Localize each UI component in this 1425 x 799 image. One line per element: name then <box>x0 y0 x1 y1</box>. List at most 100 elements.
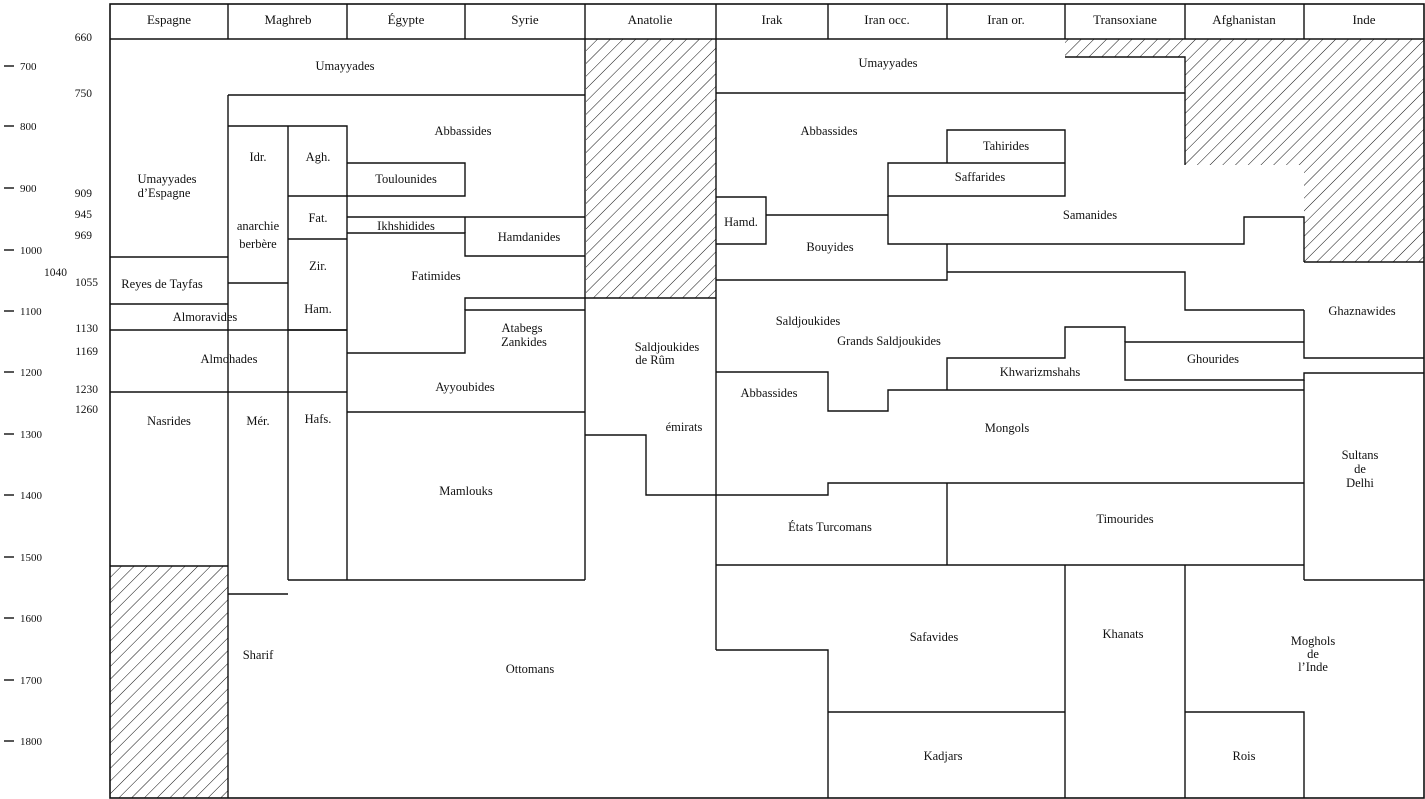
label-atabegs: Atabegs <box>502 321 543 335</box>
label-saldjoukides: Saldjoukides <box>776 314 841 328</box>
col-header: Égypte <box>388 12 425 27</box>
label-reyes-de-tayfas: Reyes de Tayfas <box>121 277 203 291</box>
label-emirats: émirats <box>666 420 703 434</box>
label-zankides: Zankides <box>501 335 547 349</box>
boundary-fatimides-top <box>464 297 716 310</box>
col-header: Iran occ. <box>864 12 909 27</box>
label-toulounides: Toulounides <box>375 172 437 186</box>
boundary-ghourides <box>1124 341 1424 381</box>
century-label: 1800 <box>20 736 43 748</box>
label-hamd: Hamd. <box>724 215 758 229</box>
boundary-mongols-end <box>716 482 1304 496</box>
century-axis: 700 800 900 1000 1100 1200 1300 1400 150… <box>4 61 43 748</box>
century-label: 1200 <box>20 367 43 379</box>
century-label: 1500 <box>20 552 43 564</box>
label-mer: Mér. <box>246 414 269 428</box>
label-moghols-2: de <box>1307 647 1319 661</box>
label-ghourides: Ghourides <box>1187 352 1239 366</box>
label-fat: Fat. <box>308 211 327 225</box>
chart-frame <box>109 3 1425 799</box>
label-khanats: Khanats <box>1103 627 1144 641</box>
boundary-umayyad-east-top <box>1065 56 1186 165</box>
hatch-anatolie-early <box>586 39 716 298</box>
label-hafs: Hafs. <box>305 412 332 426</box>
label-abbassides-irak: Abbassides <box>741 386 798 400</box>
century-label: 1700 <box>20 675 43 687</box>
label-ikhshidides: Ikhshidides <box>377 219 435 233</box>
col-header: Inde <box>1352 12 1375 27</box>
year-label: 1055 <box>75 277 98 289</box>
year-label: 660 <box>75 32 93 44</box>
boundary-ghaznawides <box>947 271 1304 311</box>
label-ottomans: Ottomans <box>506 662 555 676</box>
label-umayyades-espagne-2: d’Espagne <box>138 186 191 200</box>
hatch-espagne-late <box>110 566 228 798</box>
label-samanides: Samanides <box>1063 208 1117 222</box>
boundary-khwarizm <box>946 326 1126 390</box>
label-khwarizmshahs: Khwarizmshahs <box>1000 365 1081 379</box>
label-ghaznawides: Ghaznawides <box>1328 304 1395 318</box>
year-label: 1260 <box>75 404 98 416</box>
label-mongols: Mongols <box>985 421 1030 435</box>
label-sultans-1: Sultans <box>1342 448 1379 462</box>
col-header: Espagne <box>147 12 191 27</box>
label-anarchie-2: berbère <box>239 237 277 251</box>
year-label: 1040 <box>44 267 67 279</box>
label-abbassides-east: Abbassides <box>801 124 858 138</box>
hatch-afghanistan-inde-early <box>1185 39 1424 262</box>
label-saffarides: Saffarides <box>955 170 1006 184</box>
label-umayyades-east: Umayyades <box>858 56 917 70</box>
century-label: 900 <box>20 183 37 195</box>
boundary-bouyides-end <box>716 244 948 281</box>
label-sultans-3: Delhi <box>1346 476 1374 490</box>
col-header: Anatolie <box>628 12 673 27</box>
label-rois: Rois <box>1233 749 1256 763</box>
boundary-abbassides-irak <box>716 371 1304 412</box>
frame <box>109 3 1425 799</box>
label-nasrides: Nasrides <box>147 414 191 428</box>
boundary-rois <box>1185 711 1305 798</box>
label-mamlouks: Mamlouks <box>439 484 493 498</box>
label-sultans-2: de <box>1354 462 1366 476</box>
year-label: 969 <box>75 230 93 242</box>
col-header: Irak <box>762 12 783 27</box>
label-agh: Agh. <box>306 150 331 164</box>
century-label: 1100 <box>20 306 42 318</box>
boundary-safavides <box>716 649 829 798</box>
boundary-ghaznawides-end <box>1303 310 1424 359</box>
column-headers: Espagne Maghreb Égypte Syrie Anatolie Ir… <box>147 12 1376 27</box>
century-label: 700 <box>20 61 37 73</box>
boundary-tahirides <box>887 129 1066 197</box>
century-label: 1300 <box>20 429 43 441</box>
key-years: 660 750 909 945 969 1040 1055 1130 1169 … <box>44 32 98 416</box>
boundary-rum <box>585 434 716 496</box>
label-saldjoukides-rum-1: Saldjoukides <box>635 340 700 354</box>
label-etats-turcomans: États Turcomans <box>788 520 872 534</box>
label-fatimides: Fatimides <box>411 269 460 283</box>
label-almoravides: Almoravides <box>173 310 238 324</box>
col-header: Transoxiane <box>1093 12 1157 27</box>
boundary-hamd <box>716 196 767 245</box>
label-ayyoubides: Ayyoubides <box>435 380 494 394</box>
boundary-samanides <box>887 196 1305 262</box>
label-saldjoukides-rum-2: de Rûm <box>635 353 675 367</box>
century-label: 1400 <box>20 490 43 502</box>
boundary-ikhshidides-end <box>347 232 585 257</box>
label-sharif: Sharif <box>243 648 274 662</box>
col-header: Maghreb <box>265 12 312 27</box>
label-abbassides-west: Abbassides <box>435 124 492 138</box>
hatched-areas <box>110 39 1424 798</box>
label-kadjars: Kadjars <box>924 749 963 763</box>
label-anarchie-1: anarchie <box>237 219 280 233</box>
label-almohades: Almohades <box>201 352 258 366</box>
year-label: 1169 <box>75 346 98 358</box>
year-label: 1130 <box>75 323 98 335</box>
label-safavides: Safavides <box>910 630 959 644</box>
year-label: 909 <box>75 188 93 200</box>
label-tahirides: Tahirides <box>983 139 1029 153</box>
dynasty-labels: Umayyades Umayyades Abbassides Abbasside… <box>121 56 1396 763</box>
col-header: Iran or. <box>987 12 1025 27</box>
year-label: 750 <box>75 88 93 100</box>
label-grands-saldjoukides: Grands Saldjoukides <box>837 334 941 348</box>
